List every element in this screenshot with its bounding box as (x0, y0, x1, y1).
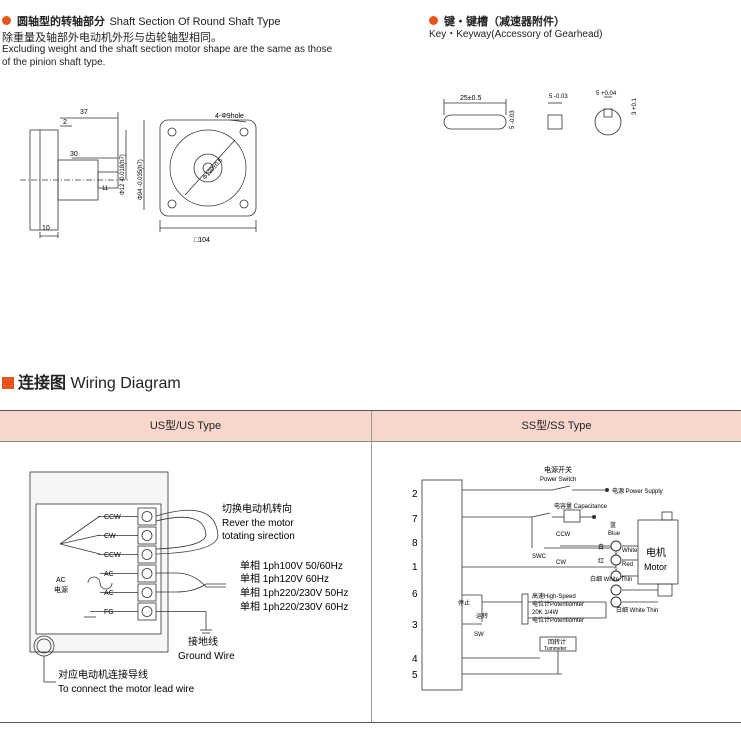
ss-stop: 停止 (458, 599, 470, 607)
dim-shaft-dia: Φ12 -0.018(h7) (120, 154, 126, 195)
ss-type-header: SS型/SS Type (372, 411, 741, 441)
key-dim-5a: 5 -0.03 (549, 94, 568, 100)
ss-red-en: Red (622, 562, 633, 568)
ss-pin-label: 3 (412, 620, 418, 631)
key-dim-3: 3 +0.1 (632, 97, 638, 115)
dim-2: 2 (63, 119, 67, 126)
ss-pin-label: 6 (412, 589, 418, 600)
us-terminal-label: AC (104, 571, 114, 578)
ss-power-switch-cn: 电源开关 (544, 465, 572, 474)
ss-red-cn: 红 (598, 557, 604, 565)
table-top-border (0, 410, 741, 411)
us-lead-en: To connect the motor lead wire (58, 684, 195, 695)
ss-white-en: White (622, 548, 638, 554)
key-dim-5b: 5 -0.03 (510, 110, 516, 129)
us-wiring-diagram: CCW CW CCW AC AC FG AC 电源 切换电动机转向 Rever … (29, 471, 348, 695)
wiring-heading: 连接图 Wiring Diagram (2, 369, 181, 393)
ss-power-supply: 电源 Power Supply (612, 487, 663, 495)
bullet-icon (429, 16, 438, 26)
ss-pin-label: 1 (412, 562, 418, 573)
ss-power-switch-en: Power Switch (540, 477, 576, 483)
shaft-title-cn: 圆轴型的转轴部分 (17, 16, 105, 28)
shaft-desc-cn: 除重量及轴部外电动机外形与齿轮轴型相同。 (2, 32, 222, 44)
table-bottom-border (0, 722, 741, 723)
ss-pin-label: 5 (412, 670, 418, 681)
us-terminal-label: CW (104, 533, 116, 540)
ss-pin-label: 8 (412, 538, 418, 549)
us-lead-cn: 对应电动机连接导线 (58, 668, 148, 681)
us-reverse-cn: 切换电动机转向 (222, 502, 292, 515)
key-dim-5c: 5 +0.04 (596, 91, 617, 97)
ss-run: 运转 (476, 612, 488, 620)
dim-30: 30 (70, 151, 78, 158)
key-dim-25: 25±0.5 (460, 95, 481, 102)
ss-swc: SWC (532, 554, 547, 560)
shaft-title-en: Shaft Section Of Round Shaft Type (109, 16, 281, 28)
dim-11: 11 (102, 186, 109, 192)
ss-pin-label: 2 (412, 489, 418, 500)
dim-hole: 4-Φ9hole (215, 113, 244, 120)
ss-motor-en: Motor (644, 562, 667, 572)
ss-tacho-en: Tummeter (544, 646, 567, 652)
dim-37: 37 (80, 109, 88, 116)
bullet-icon (2, 16, 11, 26)
ss-capacitance: 电容量 Capacitance (554, 502, 608, 510)
ss-wiring-diagram: 2 7 8 1 6 3 4 5 电源开关 Power Switch 电源 Pow… (412, 465, 679, 691)
ss-blue-en: Blue (608, 531, 621, 537)
us-terminal-label: AC (104, 590, 114, 597)
us-ac-label: AC (56, 577, 66, 584)
ss-pot-2: 电位计Potentiomter (532, 616, 584, 624)
ss-cw: CW (556, 560, 566, 566)
ss-pot-val: 20K 1/4W (532, 610, 559, 616)
ss-high-speed: 高速High-Speed (532, 592, 576, 600)
us-spec-2: 单相 1ph120V 60Hz (240, 572, 329, 585)
ss-pin-label: 7 (412, 514, 418, 525)
ss-tacho-cn: 回转计 (548, 638, 566, 646)
ss-pin-label: 4 (412, 654, 418, 665)
ss-white-thin-2: 白细 White Thin (616, 606, 658, 614)
dim-10: 10 (42, 225, 50, 232)
ss-motor-cn: 电机 (646, 546, 666, 559)
wiring-title-cn: 连接图 (18, 375, 67, 392)
us-reverse-en-2: totating sirection (222, 531, 295, 542)
wiring-title-en: Wiring Diagram (70, 375, 181, 392)
key-heading: 键・键槽（减速器附件） (429, 12, 565, 30)
shaft-heading: 圆轴型的转轴部分 Shaft Section Of Round Shaft Ty… (2, 12, 280, 30)
shaft-drawing: 37 2 30 10 11 □104 4-Φ9hole Φ12 -0.018(h… (20, 109, 257, 244)
ss-white-cn: 白 (598, 543, 604, 551)
dim-pilot-dia: Φ94 -0.035(h7) (138, 159, 144, 200)
section-marker-icon (2, 377, 14, 389)
us-spec-1: 单相 1ph100V 50/60Hz (240, 559, 343, 572)
us-spec-3: 单相 1ph220/230V 50Hz (240, 586, 348, 599)
header-divider (0, 441, 741, 442)
shaft-desc-en-2: of the pinion shaft type. (2, 57, 106, 68)
ss-sw: SW (474, 632, 484, 638)
column-divider (371, 411, 372, 723)
us-ground-cn: 接地线 (188, 635, 218, 648)
dim-pcd: Φ120±0.5 (202, 157, 225, 181)
ss-white-thin-1: 白细 White Thin (590, 575, 632, 583)
us-type-header: US型/US Type (0, 411, 371, 441)
key-title-en: Key・Keyway(Accessory of Gearhead) (429, 29, 603, 40)
key-drawing: 25±0.5 5 -0.03 5 +0.04 5 -0.03 3 +0.1 (443, 91, 638, 136)
us-ground-en: Ground Wire (178, 651, 235, 662)
dim-104: □104 (194, 237, 210, 244)
us-terminal-label: CCW (104, 514, 121, 521)
ss-ccw: CCW (556, 532, 571, 538)
us-terminal-label: CCW (104, 552, 121, 559)
us-terminal-label: FG (104, 609, 114, 616)
us-reverse-en-1: Rever the motor (222, 518, 294, 529)
ss-pot-1: 电位计Potentiomter (532, 600, 584, 608)
ss-blue-cn: 蓝 (610, 521, 616, 529)
key-title-cn: 键・键槽（减速器附件） (444, 16, 565, 28)
us-ac-power-label: 电源 (54, 585, 68, 594)
us-spec-4: 单相 1ph220/230V 60Hz (240, 600, 348, 613)
shaft-desc-en-1: Excluding weight and the shaft section m… (2, 44, 333, 55)
